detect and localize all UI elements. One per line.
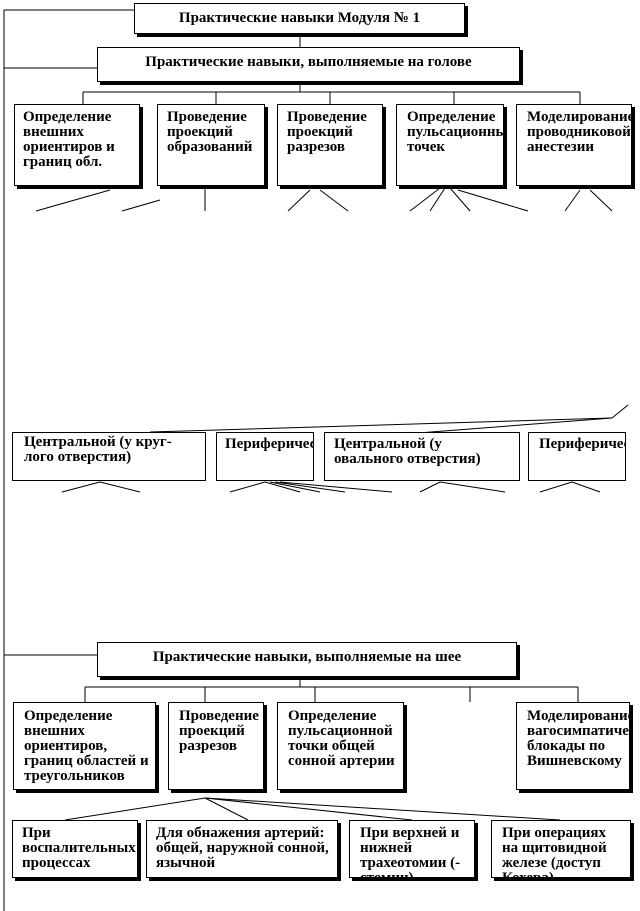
neck-skill-projections-incisions: Проведение проекций разрезов <box>168 702 264 790</box>
neck-skill-vagosympathetic-block: Моделирование вагосимпатической блокады … <box>516 702 630 790</box>
head-skill-landmarks: Определение внешних ориентиров и границ … <box>14 104 140 186</box>
head-subskill-central-round: Центральной (у круг-лого отверстия) <box>12 432 206 481</box>
neck-skill-pulse-point: Определение пульсационной точки общей со… <box>277 702 404 790</box>
neck-subskill-inflammatory: При воспалительных процессах <box>12 820 138 878</box>
head-subskill-peripheral-2: Периферической <box>528 432 626 481</box>
head-subskill-peripheral-1: Периферической <box>216 432 314 481</box>
neck-skill-landmarks: Определение внешних ориентиров, границ о… <box>13 702 156 790</box>
page-title: Практические навыки Модуля № 1 <box>134 3 465 34</box>
neck-subskill-tracheotomy: При верхней и нижней трахеотомии (-стоми… <box>349 820 475 878</box>
head-subskill-central-oval: Центральной (у овального отверстия) <box>324 432 520 481</box>
head-skill-projections-incisions: Проведение проекций разрезов <box>277 104 383 186</box>
head-section-heading: Практические навыки, выполняемые на голо… <box>97 47 520 82</box>
head-skill-conduction-anesthesia: Моделирование проводниковой анестезии <box>516 104 632 186</box>
head-skill-pulse-points: Определение пульсационных точек <box>396 104 504 186</box>
neck-section-heading: Практические навыки, выполняемые на шее <box>97 642 517 677</box>
neck-subskill-thyroid: При операциях на щитовидной железе (дост… <box>491 820 631 878</box>
left-spine-line <box>3 9 134 911</box>
head-skill-projections-formations: Проведение проекций образований <box>157 104 265 186</box>
neck-subskill-arteries: Для обнажения артерий: общей, наружной с… <box>146 820 338 878</box>
